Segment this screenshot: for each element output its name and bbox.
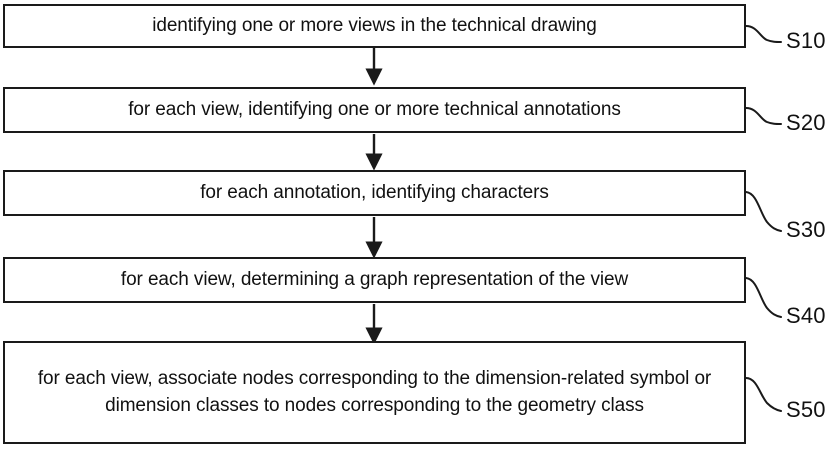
step-reference-label-s10: S10	[786, 28, 826, 53]
step-reference-label-s30: S30	[786, 217, 826, 242]
step-reference-label-s50: S50	[786, 397, 826, 422]
process-step-text-s40: for each view, determining a graph repre…	[120, 268, 629, 290]
leader-line-s20	[745, 107, 782, 125]
process-step-box-s40: for each view, determining a graph repre…	[3, 257, 746, 303]
process-step-text-s10: identifying one or more views in the tec…	[152, 14, 597, 36]
leader-line-s50	[745, 377, 782, 412]
process-step-box-s10: identifying one or more views in the tec…	[3, 4, 746, 48]
process-step-box-s20: for each view, identifying one or more t…	[3, 87, 746, 133]
step-reference-label-s40: S40	[786, 303, 826, 328]
process-step-box-s50: for each view, associate nodes correspon…	[3, 341, 746, 444]
leader-line-s40	[745, 277, 782, 318]
process-step-text-s50: for each view, associate nodes correspon…	[37, 367, 712, 416]
process-step-text-s20: for each view, identifying one or more t…	[128, 98, 621, 120]
process-step-text-s30: for each annotation, identifying charact…	[200, 181, 549, 203]
process-step-box-s30: for each annotation, identifying charact…	[3, 170, 746, 216]
leader-line-s30	[745, 191, 782, 232]
step-reference-label-s20: S20	[786, 110, 826, 135]
leader-line-s10	[745, 25, 782, 43]
